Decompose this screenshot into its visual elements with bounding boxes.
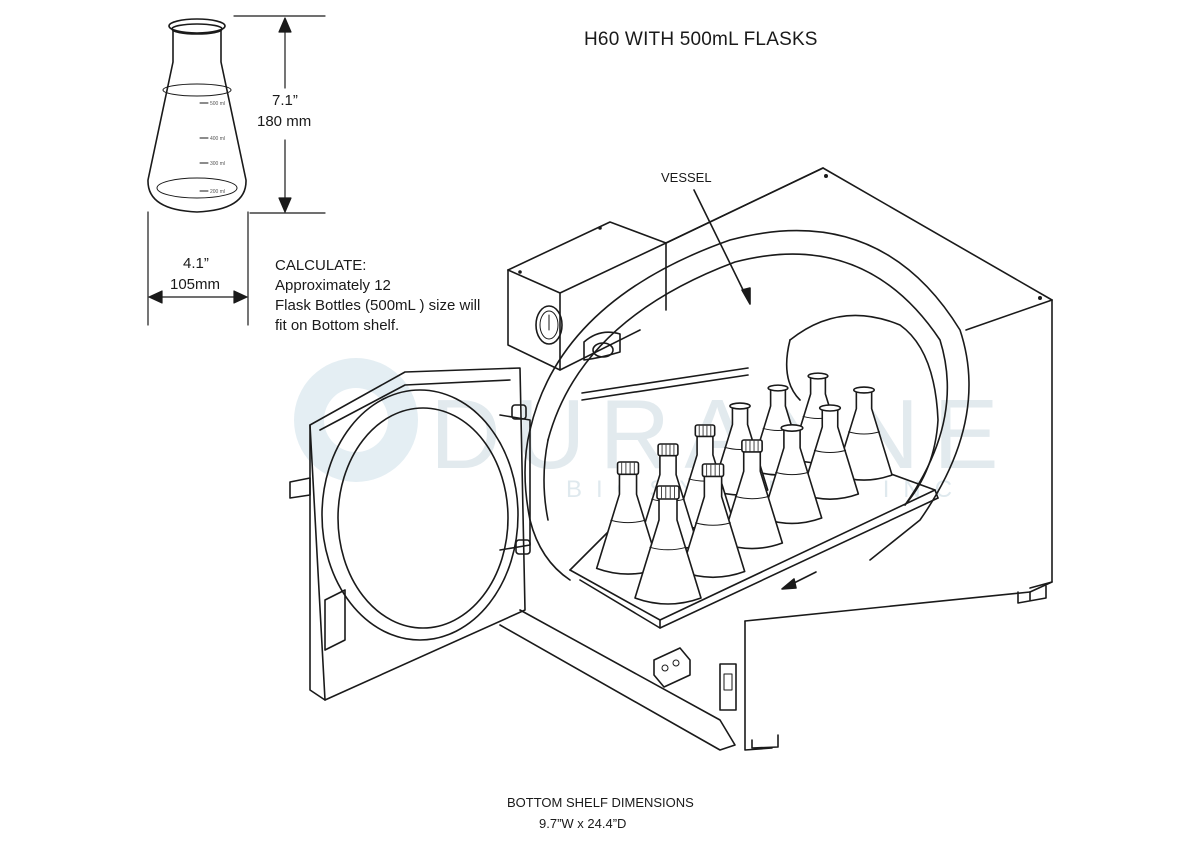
bottom-shelf-dimensions: 9.7”W x 24.4”D (539, 816, 627, 831)
chamber-opening (524, 229, 970, 581)
control-knob-icon (583, 331, 621, 361)
flask-icon (761, 424, 823, 525)
flask-width-dimension (147, 211, 249, 326)
calculate-line: Approximately 12 (275, 277, 391, 294)
outlet-icon (653, 647, 691, 688)
flask-width-mm: 105mm (170, 276, 221, 293)
gauge-icon (535, 305, 563, 345)
vessel-pointer (693, 189, 751, 305)
hinge-icon (511, 404, 527, 420)
bottom-shelf-heading: BOTTOM SHELF DIMENSIONS (507, 795, 694, 810)
door-handle-icon (289, 477, 311, 499)
flask-icon (634, 485, 702, 605)
calculate-note: CALCULATE: Approximately 12 Flask Bottle… (275, 256, 480, 336)
bottom-shelf-tray (569, 469, 939, 629)
power-switch-icon (719, 663, 737, 711)
flask-height-dimension (233, 15, 326, 214)
diagram-title: H60 WITH 500mL FLASKS (584, 29, 818, 50)
flask-icon (800, 404, 860, 500)
front-panel-controls (653, 647, 737, 711)
flask-icon (680, 463, 746, 579)
vessel-label: VESSEL (661, 170, 712, 185)
flask-graduation-labels: 500 ml 400 ml 300 ml 200 ml (210, 101, 225, 195)
graduation-400: 400 ml (210, 136, 225, 142)
calculate-line: Flask Bottles (500mL ) size will (275, 297, 481, 314)
flask-illustration (147, 18, 247, 213)
incubator-door (289, 367, 736, 751)
calculate-heading: CALCULATE: (275, 257, 367, 274)
flask-width-inches: 4.1” (183, 255, 209, 272)
flask-icon (720, 439, 784, 550)
flask-group (595, 372, 893, 605)
calculate-line: fit on Bottom shelf. (275, 317, 400, 334)
graduation-500: 500 ml (210, 101, 225, 107)
graduation-300: 300 ml (210, 161, 225, 167)
tray-direction-arrow (781, 571, 817, 590)
incubator-cabinet (665, 167, 1053, 751)
flask-height-mm: 180 mm (257, 113, 312, 130)
control-module (507, 221, 667, 371)
flask-height-inches: 7.1” (272, 92, 298, 109)
graduation-200: 200 ml (210, 189, 225, 195)
